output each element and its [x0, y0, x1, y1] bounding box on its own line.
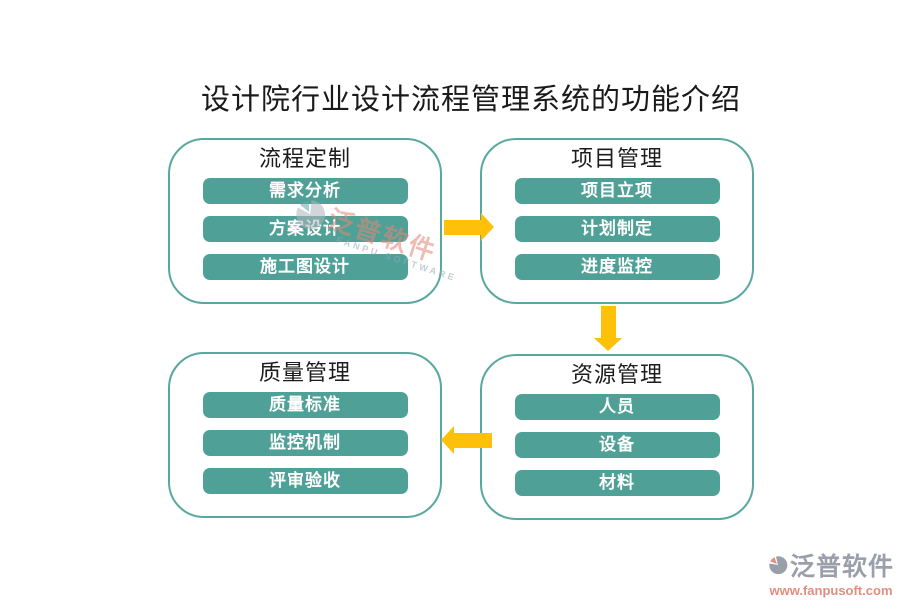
group-title: 资源管理 [570, 362, 663, 387]
footer-url: www.fanpusoft.com [769, 583, 893, 598]
group-title: 项目管理 [570, 146, 663, 171]
flow-arrow-down-icon [594, 306, 623, 351]
group-item: 质量标准 [202, 392, 408, 418]
arrow-head [594, 338, 622, 351]
arrow-shaft [601, 306, 616, 338]
group-item: 项目立项 [514, 178, 720, 204]
group-item: 材料 [514, 470, 720, 496]
group-items: 项目立项 计划制定 进度监控 [482, 178, 752, 280]
group-box-quality: 质量管理 质量标准 监控机制 评审验收 [168, 352, 442, 518]
group-items: 人员 设备 材料 [482, 394, 752, 496]
footer-brand-text: 泛普软件 [789, 553, 894, 581]
arrow-shaft [454, 433, 492, 448]
group-item: 需求分析 [202, 178, 408, 204]
flow-arrow-left-icon [441, 426, 492, 455]
flow-arrow-right-icon [444, 213, 494, 242]
diagram-title: 设计院行业设计流程管理系统的功能介绍 [200, 84, 741, 116]
group-title: 流程定制 [258, 146, 351, 171]
group-title: 质量管理 [258, 360, 351, 385]
arrow-shaft [444, 220, 481, 235]
group-box-process: 流程定制 需求分析 方案设计 施工图设计 [168, 138, 442, 304]
group-box-resource: 资源管理 人员 设备 材料 [480, 354, 754, 520]
group-item: 评审验收 [202, 468, 408, 494]
group-box-project: 项目管理 项目立项 计划制定 进度监控 [480, 138, 754, 304]
footer-logo: 泛普软件 www.fanpusoft.com [768, 547, 894, 598]
fanpu-logo-icon [769, 556, 788, 575]
group-items: 需求分析 方案设计 施工图设计 [170, 178, 440, 280]
group-item: 监控机制 [202, 430, 408, 456]
group-item: 设备 [514, 432, 720, 458]
group-item: 进度监控 [514, 254, 720, 280]
group-item: 方案设计 [202, 216, 408, 242]
group-items: 质量标准 监控机制 评审验收 [170, 392, 440, 494]
group-item: 人员 [514, 394, 720, 420]
group-item: 计划制定 [514, 216, 720, 242]
arrow-head [481, 213, 494, 241]
group-item: 施工图设计 [202, 254, 408, 280]
arrow-head [441, 426, 454, 454]
